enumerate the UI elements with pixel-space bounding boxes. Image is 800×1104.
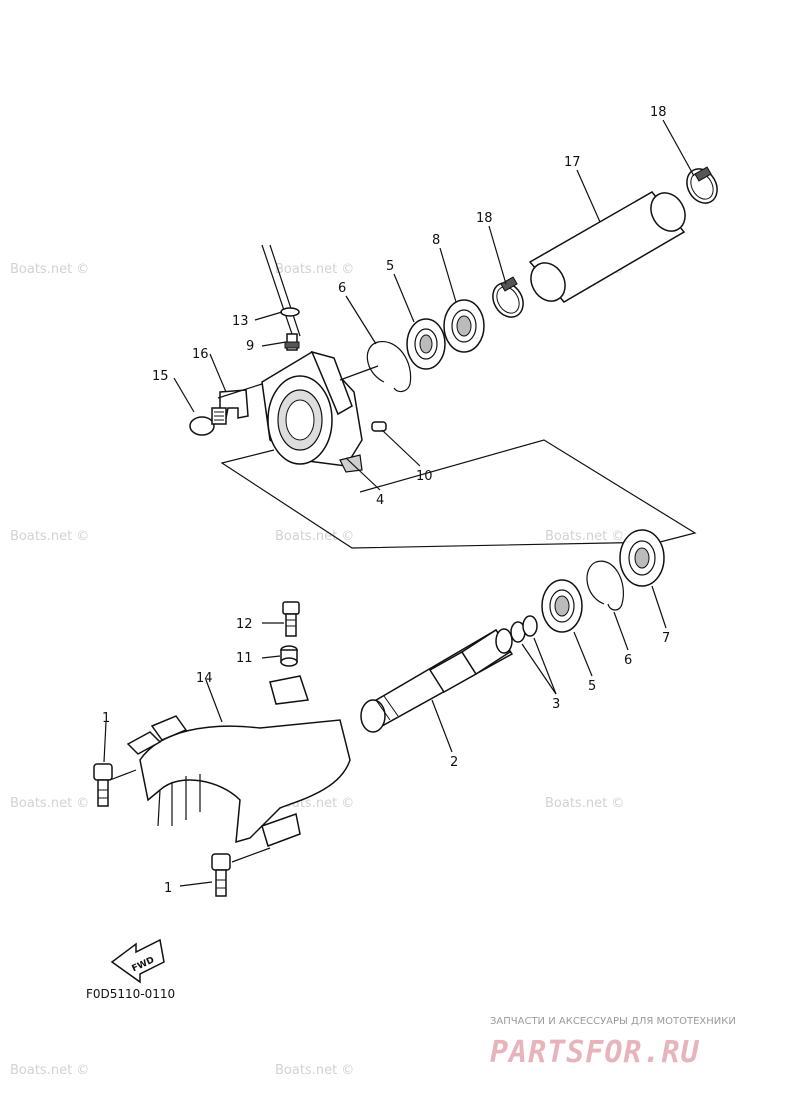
callout-11: 11 <box>236 651 253 666</box>
promo-banner: ЗАПЧАСТИ И АКСЕССУАРЫ ДЛЯ МОТОТЕХНИКИ PA… <box>490 1016 736 1070</box>
watermark: Boats.net © <box>10 529 89 544</box>
callout-8: 8 <box>432 233 440 248</box>
callout-18: 18 <box>476 211 493 226</box>
callout-15: 15 <box>152 369 169 384</box>
watermark: Boats.net © <box>10 796 89 811</box>
watermark: Boats.net © <box>275 1063 354 1078</box>
bearing-8-upper <box>443 299 485 353</box>
callout-16: 16 <box>192 347 209 362</box>
callout-18: 18 <box>650 105 667 120</box>
grease-nipple-9 <box>284 333 300 351</box>
watermark: Boats.net © <box>10 1063 89 1078</box>
bearing-5-lower <box>541 579 583 633</box>
callout-2: 2 <box>450 755 458 770</box>
watermark: Boats.net © <box>275 262 354 277</box>
bolt-1-upper <box>93 763 113 807</box>
callout-3: 3 <box>552 697 560 712</box>
callout-4: 4 <box>376 493 384 508</box>
bolt-1-lower <box>211 853 231 897</box>
watermark: Boats.net © <box>545 796 624 811</box>
hose-clamp-18-top <box>686 166 718 204</box>
callout-6: 6 <box>338 281 346 296</box>
circlip-6-lower <box>586 560 624 611</box>
callout-5: 5 <box>386 259 394 274</box>
callout-17: 17 <box>564 155 581 170</box>
hose-clamp-18-mid <box>492 276 524 318</box>
drive-shaft-2 <box>360 628 514 733</box>
callout-9: 9 <box>246 339 254 354</box>
bearing-housing-4 <box>261 350 363 473</box>
callout-10: 10 <box>416 469 433 484</box>
callout-1: 1 <box>164 881 172 896</box>
bearing-7 <box>619 529 665 587</box>
circlip-6-upper <box>366 341 412 393</box>
bolt-15 <box>189 407 227 436</box>
watermark: Boats.net © <box>545 529 624 544</box>
promo-logo: PARTSFOR.RU <box>490 1035 700 1070</box>
callout-1: 1 <box>102 711 110 726</box>
watermark: Boats.net © <box>10 262 89 277</box>
callout-6: 6 <box>624 653 632 668</box>
callout-5: 5 <box>588 679 596 694</box>
bolt-12 <box>282 601 300 637</box>
collar-11 <box>280 645 298 667</box>
bearing-5-upper <box>406 318 446 370</box>
callout-14: 14 <box>196 671 213 686</box>
promo-tagline: ЗАПЧАСТИ И АКСЕССУАРЫ ДЛЯ МОТОТЕХНИКИ <box>490 1016 736 1027</box>
watermarks: Boats.net © Boats.net © Boats.net © Boat… <box>10 262 624 1078</box>
callout-7: 7 <box>662 631 670 646</box>
o-rings-3 <box>510 615 538 643</box>
fwd-arrow-icon: FWD <box>110 938 165 984</box>
callouts: 18 17 18 8 5 6 13 9 16 15 10 4 12 11 14 … <box>102 105 670 896</box>
callout-13: 13 <box>232 314 249 329</box>
watermark: Boats.net © <box>275 529 354 544</box>
dowel-pin-10 <box>371 421 387 432</box>
leader-lines <box>103 119 695 887</box>
callout-12: 12 <box>236 617 253 632</box>
diagram-code: F0D5110-0110 <box>86 987 175 1001</box>
clip-13 <box>280 307 300 317</box>
cover-14 <box>126 675 351 847</box>
hose-pipe-17 <box>528 191 686 303</box>
grease-rod <box>261 244 301 341</box>
